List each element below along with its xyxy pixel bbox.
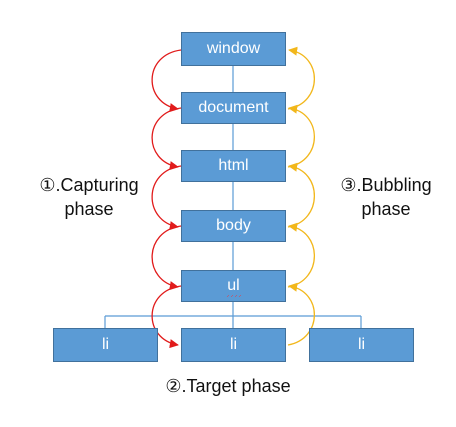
bubble-arrow-ul-body [287,222,315,288]
document-node-label: document [198,99,269,116]
bubbling-phase-label-line1: ③.Bubbling [340,175,432,195]
li-node-left-label: li [101,336,110,353]
ul-node-label: ul [226,277,242,297]
capture-arrow-body-ul [151,225,182,291]
li-node-center: li [181,328,286,362]
html-node: html [181,150,286,182]
html-node-label: html [218,157,249,174]
li-node-left: li [53,328,158,362]
window-node: window [181,32,286,66]
window-node-label: window [206,40,261,57]
bubble-arrow-body-html [287,162,315,228]
capture-arrows [151,49,182,349]
document-node: document [181,92,286,124]
bubble-arrow-document-window [287,46,315,110]
li-node-right-label: li [357,336,366,353]
capture-arrow-document-html [151,107,182,171]
bubble-arrow-target-ul [287,282,315,346]
capture-arrow-window-document [151,49,182,113]
target-phase-label: ②.Target phase [140,374,316,398]
target-phase-label-text: ②.Target phase [165,376,291,396]
bubble-arrows [287,46,315,346]
capturing-phase-label-line2: phase [64,199,114,219]
body-node-label: body [216,217,251,234]
capture-arrow-ul-target [151,285,182,349]
capturing-phase-label: ①.Capturing phase [30,173,148,221]
body-node: body [181,210,286,242]
bubbling-phase-label: ③.Bubbling phase [334,173,438,221]
tree-connector-lines [104,66,362,328]
bubbling-phase-label-line2: phase [361,199,411,219]
li-node-center-label: li [229,336,238,353]
capturing-phase-label-line1: ①.Capturing [39,175,139,195]
ul-node: ul [181,270,286,302]
capture-arrow-html-body [151,165,182,231]
bubble-arrow-html-document [287,104,315,168]
li-node-right: li [309,328,414,362]
